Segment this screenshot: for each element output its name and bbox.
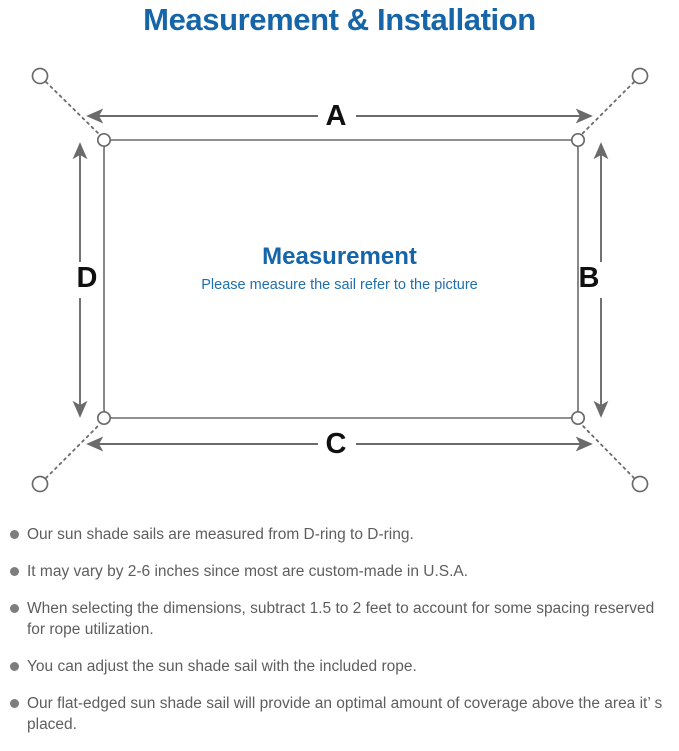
- list-item: You can adjust the sun shade sail with t…: [0, 656, 679, 677]
- note-text: You can adjust the sun shade sail with t…: [27, 658, 417, 675]
- note-text: It may vary by 2-6 inches since most are…: [27, 563, 469, 580]
- dimension-label-b: B: [578, 262, 600, 294]
- d-ring-top-left: [96, 132, 112, 148]
- dimension-label-d: D: [76, 262, 98, 294]
- bullet-icon: [10, 662, 19, 671]
- bullet-icon: [10, 699, 19, 708]
- rope-line-bottom-right: [580, 423, 635, 479]
- list-item: It may vary by 2-6 inches since most are…: [0, 561, 679, 582]
- anchor-point-top-left: [31, 67, 49, 85]
- bullet-icon: [10, 604, 19, 613]
- sail-title-label: Measurement: [262, 243, 417, 270]
- d-ring-bottom-left: [96, 410, 112, 426]
- rope-line-top-left: [45, 81, 101, 136]
- note-text: Our flat-edged sun shade sail will provi…: [27, 695, 663, 733]
- list-item: Our flat-edged sun shade sail will provi…: [0, 693, 679, 735]
- anchor-point-bottom-left: [31, 475, 49, 493]
- list-item: Our sun shade sails are measured from D-…: [0, 524, 679, 545]
- page-title: Measurement & Installation: [143, 2, 536, 37]
- dimension-label-a: A: [325, 100, 347, 132]
- dimension-label-c: C: [325, 428, 347, 460]
- note-text: When selecting the dimensions, subtract …: [27, 600, 655, 638]
- anchor-point-bottom-right: [631, 475, 649, 493]
- d-ring-top-right: [570, 132, 586, 148]
- rope-line-top-right: [580, 81, 635, 136]
- note-text: Our sun shade sails are measured from D-…: [27, 526, 414, 543]
- sail-subtitle-label: Please measure the sail refer to the pic…: [201, 277, 478, 293]
- notes-list: Our sun shade sails are measured from D-…: [0, 524, 679, 751]
- bullet-icon: [10, 567, 19, 576]
- rope-line-bottom-left: [45, 423, 101, 479]
- diagram-svg: [31, 67, 649, 493]
- d-ring-bottom-right: [570, 410, 586, 426]
- sail-body: [103, 139, 579, 419]
- anchor-point-top-right: [631, 67, 649, 85]
- sail-measurement-diagram: Measurement Please measure the sail refe…: [0, 46, 679, 516]
- list-item: When selecting the dimensions, subtract …: [0, 598, 679, 640]
- bullet-icon: [10, 530, 19, 539]
